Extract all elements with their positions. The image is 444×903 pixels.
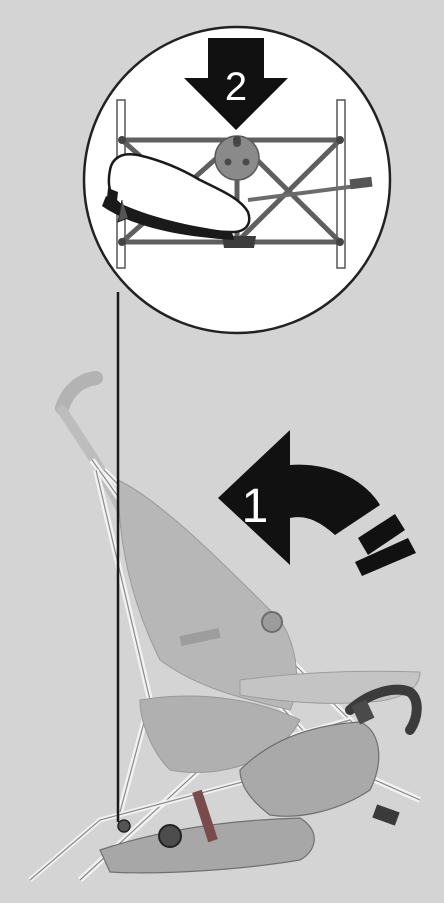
detail-callout: 2 [84,27,390,333]
step-1-arrow: 1 [218,430,416,576]
stroller-hinge [159,825,181,847]
stroller [30,378,420,880]
step-1-number: 1 [242,480,269,533]
stroller-hinge [118,820,130,832]
stroller-handle [62,378,96,408]
stroller-hinge [262,612,282,632]
stroller-wheel-bracket [372,804,399,825]
step-2-number: 2 [225,65,247,109]
